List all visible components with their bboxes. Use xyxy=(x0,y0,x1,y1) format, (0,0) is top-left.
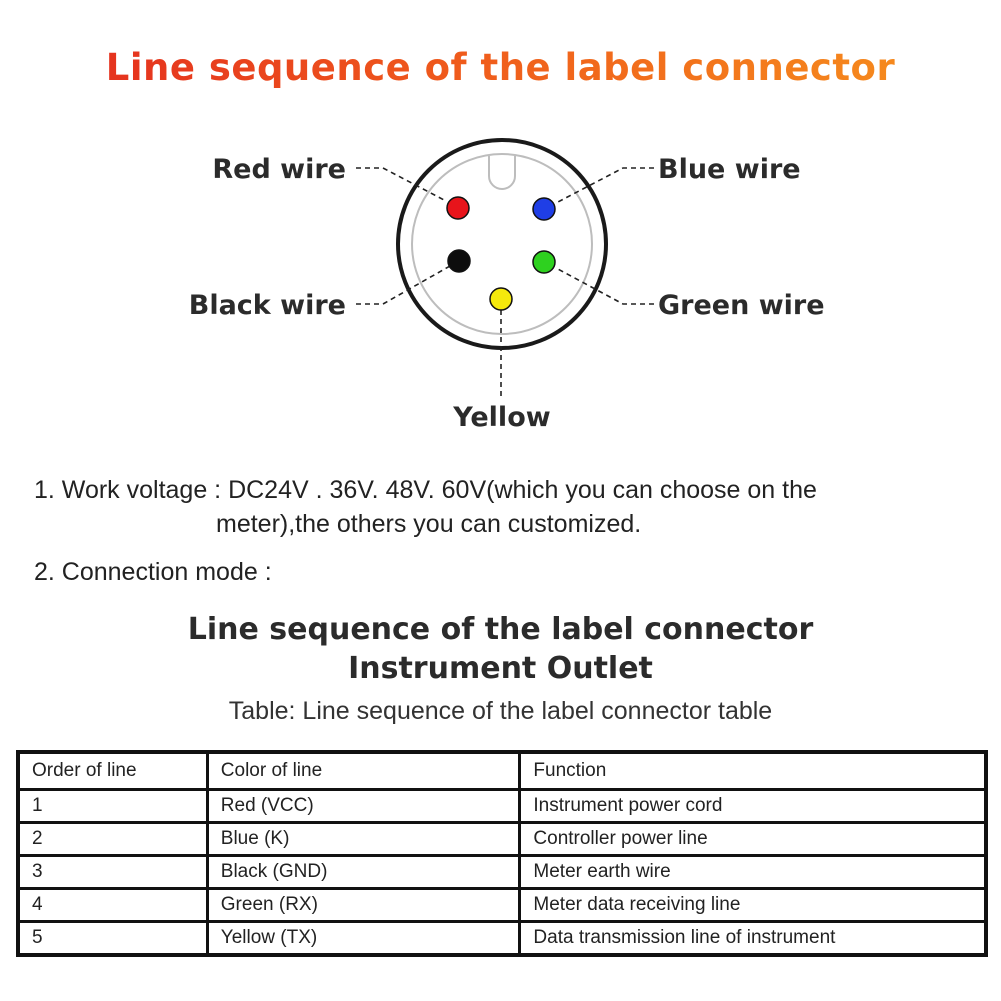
green-leader-line xyxy=(555,267,654,305)
header-cell: Color of line xyxy=(205,750,522,791)
blue-pin xyxy=(532,197,556,221)
table-cell: Instrument power cord xyxy=(518,788,988,824)
connection-mode-note: 2. Connection mode : xyxy=(34,558,272,586)
green-pin xyxy=(532,250,556,274)
table-cell: Data transmission line of instrument xyxy=(518,920,988,957)
black-wire-label: Black wire xyxy=(189,290,346,321)
table-cell: 4 xyxy=(16,887,209,923)
table-cell: Meter data receiving line xyxy=(518,887,988,923)
table-caption: Table: Line sequence of the label connec… xyxy=(228,697,773,725)
table-cell: Controller power line xyxy=(518,821,988,857)
table-cell: Blue (K) xyxy=(205,821,522,857)
blue-leader-line xyxy=(555,167,654,204)
black-leader-line xyxy=(356,265,451,305)
table-cell: Yellow (TX) xyxy=(205,920,522,957)
yellow-wire-label: Yellow xyxy=(452,402,550,433)
connector-inner-ring xyxy=(411,153,593,335)
page-title: Line sequence of the label connector xyxy=(0,46,1001,89)
connector-diagram: Red wire Blue wire Black wire Green wire… xyxy=(189,138,825,433)
voltage-note-line2: meter),the others you can customized. xyxy=(216,510,642,538)
table-cell: 3 xyxy=(16,854,209,890)
header-cell: Order of line xyxy=(16,750,209,791)
table-cell: 1 xyxy=(16,788,209,824)
table-row: 4 Green (RX) Meter data receiving line xyxy=(16,887,988,923)
green-wire-label: Green wire xyxy=(658,290,825,321)
red-wire-label: Red wire xyxy=(212,154,346,185)
table-subheading: Instrument Outlet xyxy=(348,651,653,686)
line-sequence-table: Order of line Color of line Function 1 R… xyxy=(16,750,988,957)
table-cell: 2 xyxy=(16,821,209,857)
red-leader-line xyxy=(356,167,447,202)
yellow-pin xyxy=(489,287,513,311)
table-row: 3 Black (GND) Meter earth wire xyxy=(16,854,988,890)
black-pin xyxy=(447,249,471,273)
connector-key-notch xyxy=(488,156,516,190)
table-heading: Line sequence of the label connector xyxy=(187,612,814,647)
blue-wire-label: Blue wire xyxy=(658,154,801,185)
table-cell: Green (RX) xyxy=(205,887,522,923)
red-pin xyxy=(446,196,470,220)
table-row: 2 Blue (K) Controller power line xyxy=(16,821,988,857)
connector-outer-ring xyxy=(396,138,608,350)
table-header-row: Order of line Color of line Function xyxy=(16,750,988,791)
table-cell: Meter earth wire xyxy=(518,854,988,890)
table-cell: Red (VCC) xyxy=(205,788,522,824)
voltage-note-line1: 1. Work voltage : DC24V . 36V. 48V. 60V(… xyxy=(34,476,817,504)
table-row: 5 Yellow (TX) Data transmission line of … xyxy=(16,920,988,957)
table-cell: Black (GND) xyxy=(205,854,522,890)
table-row: 1 Red (VCC) Instrument power cord xyxy=(16,788,988,824)
table-cell: 5 xyxy=(16,920,209,957)
header-cell: Function xyxy=(518,750,988,791)
